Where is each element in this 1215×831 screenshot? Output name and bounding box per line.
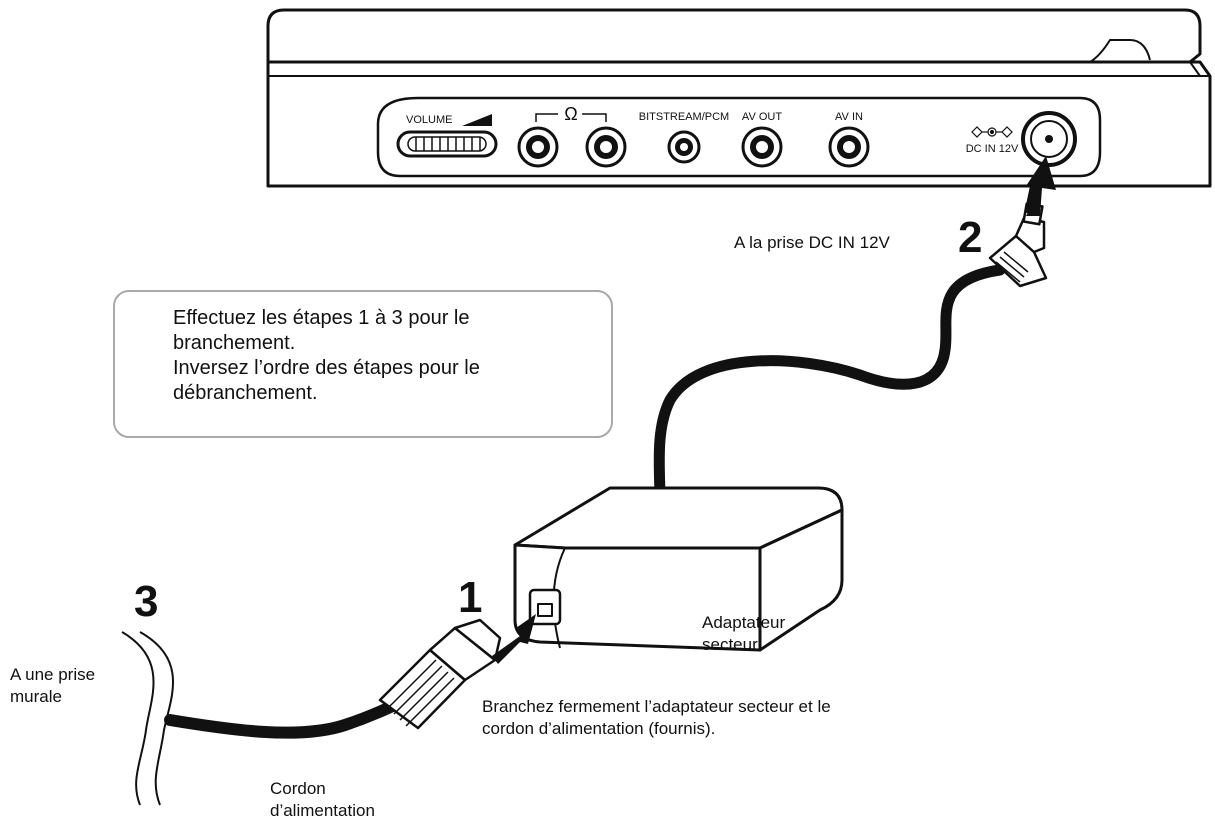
step-3-number: 3: [134, 577, 159, 626]
arrow-step2: [1024, 156, 1056, 216]
dc-in-jack: [1021, 111, 1077, 167]
volume-ramp-icon: [462, 114, 492, 126]
volume-label: VOLUME: [406, 114, 452, 126]
av-out-jack: [741, 126, 783, 168]
ac-adapter: [513, 486, 844, 652]
bitstream-label: BITSTREAM/PCM: [639, 111, 729, 123]
av-in-label: AV IN: [835, 111, 863, 123]
dc-jack-label: A la prise DC IN 12V: [734, 233, 890, 252]
instruction-note: Effectuez les étapes 1 à 3 pour le branc…: [113, 290, 613, 438]
av-out-label: AV OUT: [742, 111, 782, 123]
power-plug: [378, 618, 502, 730]
note-line-1: Effectuez les étapes 1 à 3 pour le branc…: [173, 307, 470, 354]
step-2-number: 2: [958, 213, 983, 262]
av-in-jack: [828, 126, 870, 168]
note-line-2: Inversez l’ordre des étapes pour le débr…: [173, 357, 480, 404]
volume-wheel: [396, 114, 498, 158]
wall-outlet: [121, 631, 174, 806]
adapter-label: Adaptateur secteur: [702, 613, 786, 654]
bitstream-jack: [667, 130, 701, 164]
dvd-player: [266, 8, 1212, 188]
headphone-jacks: [517, 113, 627, 168]
connect-note-label: Branchez fermement l’adaptateur secteur …: [482, 697, 831, 738]
step-1-number: 1: [458, 573, 483, 622]
polarity-icon: [971, 126, 1013, 138]
arrow-step1: [492, 614, 536, 664]
headphone-icon: Ω: [564, 104, 577, 124]
dc-cable: [653, 264, 1006, 506]
cord-label: Cordon d’alimentation: [270, 779, 375, 820]
dc-in-label: DC IN 12V: [966, 143, 1019, 155]
wall-outlet-label: A une prise murale: [10, 665, 96, 706]
power-cord: [164, 694, 411, 739]
